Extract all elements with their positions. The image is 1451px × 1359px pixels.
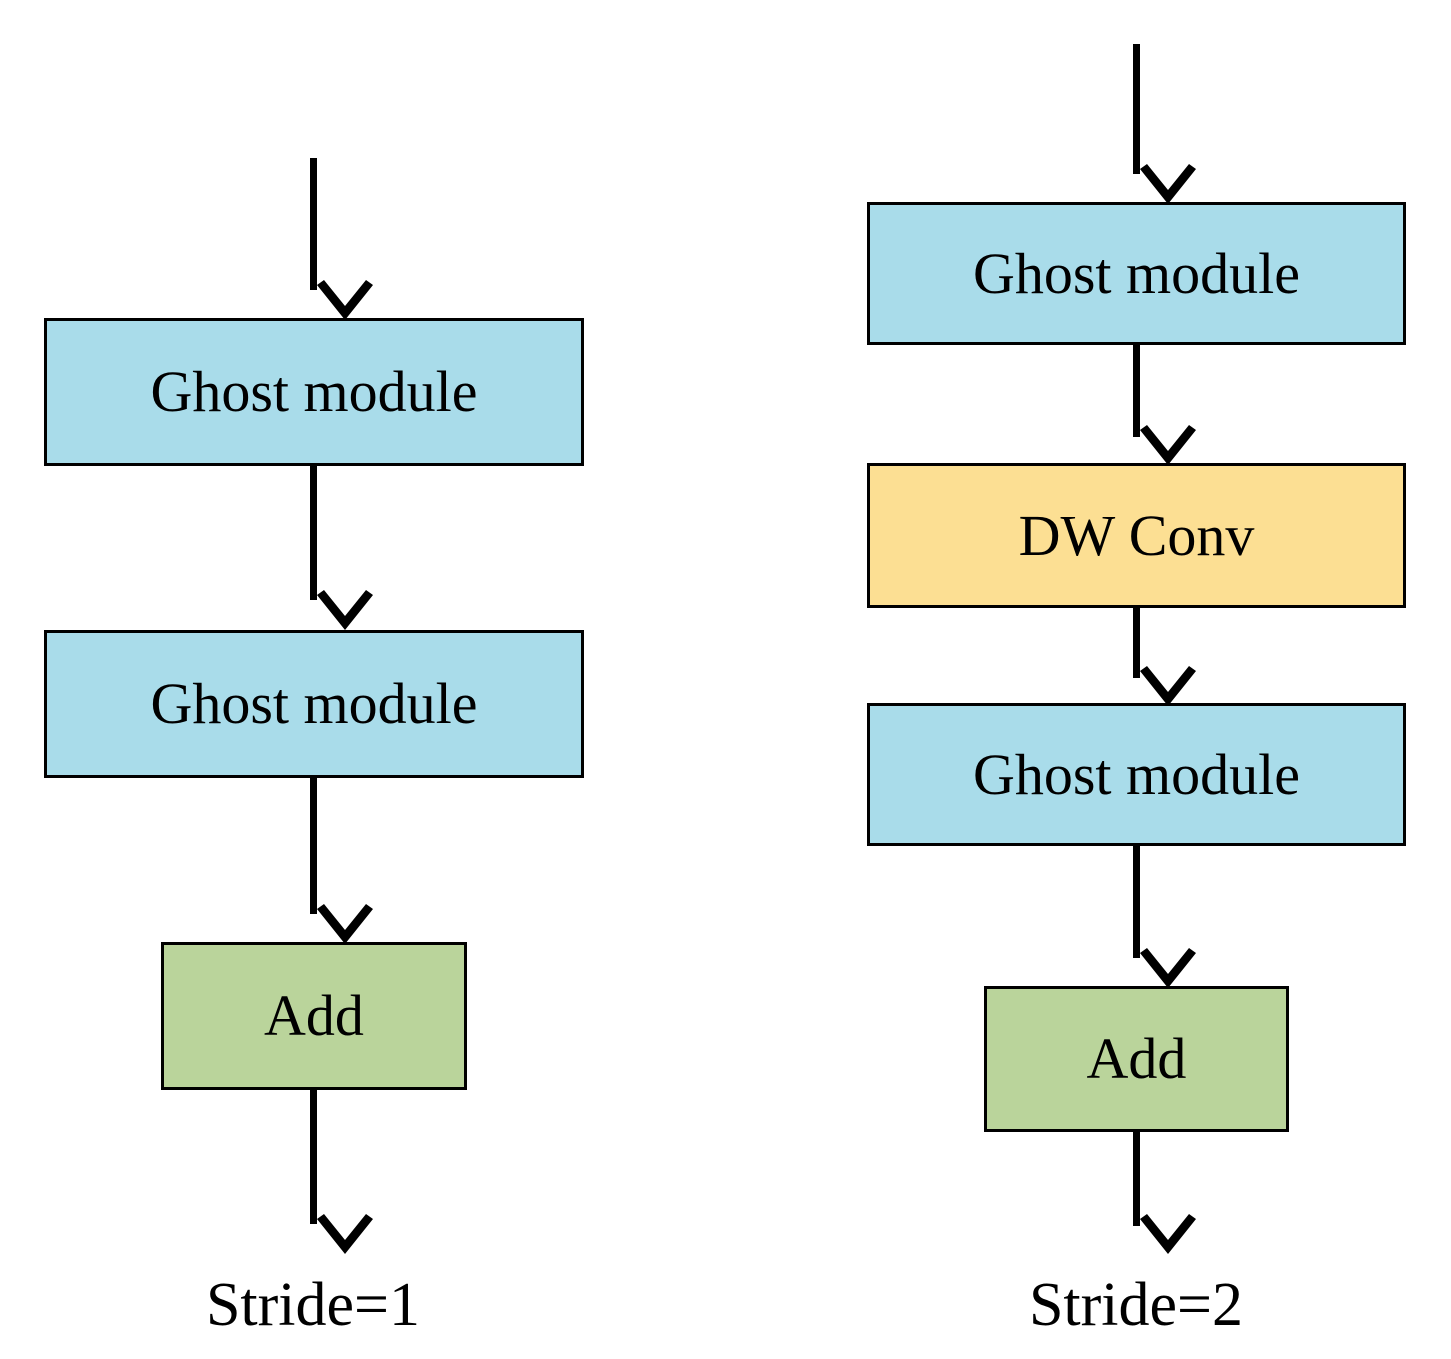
node-s1-add[interactable]: Add: [161, 942, 467, 1090]
node-label: DW Conv: [1018, 502, 1255, 568]
arrow-shaft: [1133, 44, 1140, 174]
node-s2-add[interactable]: Add: [984, 986, 1289, 1132]
arrow-ghost-1-to-ghost-2: [310, 466, 373, 630]
caption-stride2: Stride=2: [1028, 1271, 1244, 1339]
arrow-ghost-2-to-add: [310, 778, 373, 944]
arrow-shaft: [1133, 345, 1140, 437]
diagram-column-stride2: Ghost module DW Conv Gho: [700, 0, 1451, 1359]
node-s2-ghost-module-2[interactable]: Ghost module: [867, 703, 1406, 846]
arrow-shaft: [1133, 1132, 1140, 1226]
node-s1-ghost-module-2[interactable]: Ghost module: [44, 630, 584, 778]
diagram-column-stride1: Ghost module Ghost module: [0, 0, 700, 1359]
node-label: Add: [1086, 1026, 1187, 1091]
arrow-input-to-ghost-1: [310, 158, 373, 320]
node-label: Ghost module: [972, 240, 1301, 306]
node-s2-dw-conv[interactable]: DW Conv: [867, 463, 1406, 608]
arrow-shaft: [1133, 846, 1140, 958]
arrow-shaft: [310, 1090, 317, 1224]
node-label: Ghost module: [150, 359, 478, 424]
arrow-shaft: [1133, 608, 1140, 678]
arrow-ghost-2-to-add: [1133, 846, 1196, 988]
arrow-add-to-output: [1133, 1132, 1196, 1254]
caption-stride1: Stride=1: [205, 1271, 421, 1339]
arrow-shaft: [310, 778, 317, 914]
node-label: Add: [264, 983, 364, 1048]
arrow-shaft: [310, 158, 317, 290]
arrow-input-to-ghost-1: [1133, 44, 1196, 204]
arrow-ghost-1-to-dw-conv: [1133, 345, 1196, 465]
node-s1-ghost-module-1[interactable]: Ghost module: [44, 318, 584, 466]
node-s2-ghost-module-1[interactable]: Ghost module: [867, 202, 1406, 345]
arrow-add-to-output: [310, 1090, 373, 1254]
node-label: Ghost module: [972, 741, 1301, 807]
node-label: Ghost module: [150, 671, 478, 736]
arrow-dw-conv-to-ghost-2: [1133, 608, 1196, 706]
arrow-shaft: [310, 466, 317, 600]
